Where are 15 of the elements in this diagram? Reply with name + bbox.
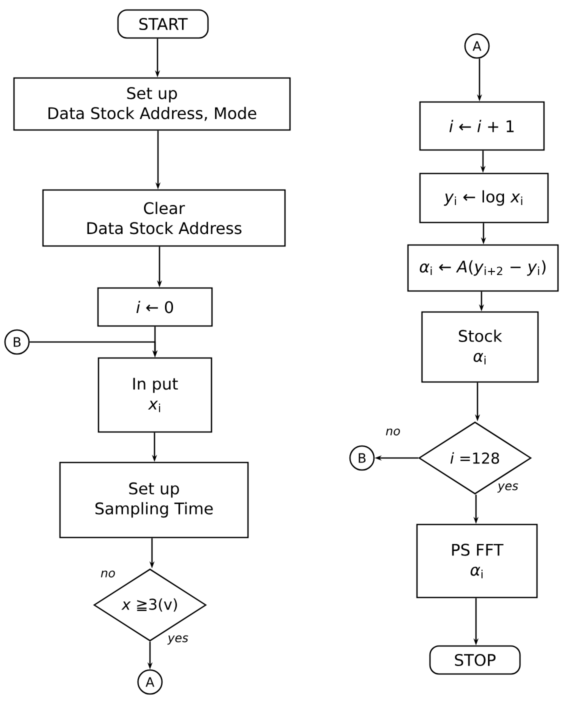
process-box: y$_{i}$ ← log x$_{i}$ [419, 172, 549, 224]
process-box: Clear Data Stock Address [42, 189, 286, 247]
process-box: Set up Sampling Time [59, 462, 249, 538]
edge-label: no [384, 428, 402, 436]
process-box: Set up Data Stock Address, Mode [13, 77, 291, 131]
process-box: In put x$_{i}$ [98, 357, 212, 433]
terminal-box: STOP [429, 645, 521, 675]
process-box: PS FFT α$_{i}$ [416, 524, 538, 598]
edge-label: yes [496, 482, 520, 494]
process-box: Stock α$_{i}$ [421, 311, 539, 383]
process-box: α$_{i}$ ← A(y$_{i+2}$ − y$_{i}$) [407, 244, 559, 292]
process-box: i ← i + 1 [419, 101, 545, 151]
branch-label: no [100, 570, 115, 578]
terminal-box: START [117, 9, 209, 39]
process-box: i ← 0 [97, 287, 213, 327]
